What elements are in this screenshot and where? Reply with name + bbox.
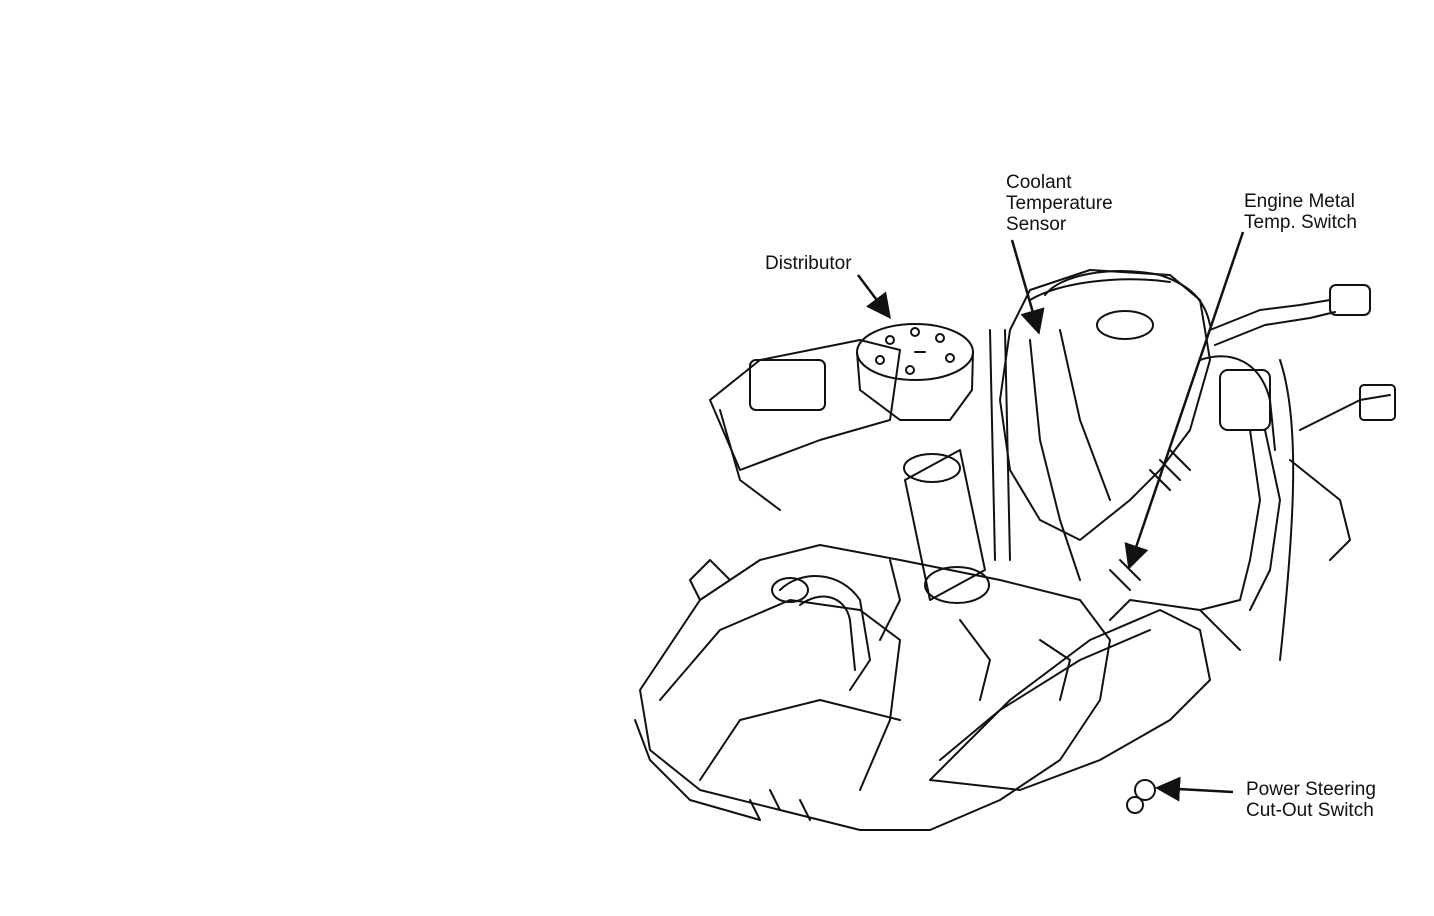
engine-drawing: [634, 269, 1396, 831]
distributor-label: Distributor: [765, 253, 852, 274]
power-steering-switch-label-line-1: Power Steering: [1246, 779, 1376, 800]
power-steering-switch-leader: [1155, 776, 1234, 802]
coolant-sensor-label: Coolant Temperature Sensor: [1006, 172, 1113, 235]
coolant-sensor-label-line-3: Sensor: [1006, 214, 1067, 235]
engine-metal-switch-label: Engine Metal Temp. Switch: [1244, 191, 1357, 233]
distributor-label-line: Distributor: [765, 253, 852, 274]
engine-metal-switch-leader: [1124, 231, 1245, 570]
leader-lines: [857, 231, 1245, 802]
power-steering-switch-label: Power Steering Cut-Out Switch: [1246, 779, 1376, 821]
coolant-sensor-label-line-2: Temperature: [1006, 193, 1113, 214]
coolant-sensor-label-line-1: Coolant: [1006, 172, 1072, 193]
coolant-sensor-leader: [1010, 239, 1045, 335]
distributor-leader: [857, 274, 891, 319]
engine-metal-switch-label-line-1: Engine Metal: [1244, 191, 1355, 212]
engine-metal-switch-label-line-2: Temp. Switch: [1244, 212, 1357, 233]
power-steering-switch-label-line-2: Cut-Out Switch: [1246, 800, 1374, 821]
